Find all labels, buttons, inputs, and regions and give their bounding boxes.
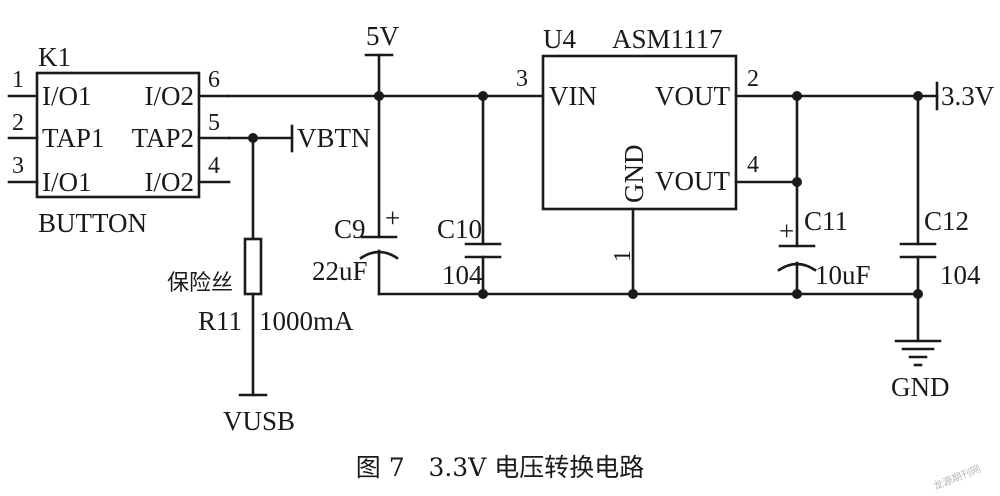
net-vusb-label: VUSB [223,406,295,436]
u4-regulator: U4 ASM1117 3 VIN VOUT VOUT 2 4 GND 1 [516,24,759,296]
u4-vout-pin: 2 [747,66,759,92]
net-vbtn-label: VBTN [297,123,371,153]
c12-capacitor: C12 104 [899,94,981,343]
c10-ref: C10 [437,214,482,244]
k1-pin2-name: TAP1 [42,123,104,153]
c11-capacitor: + C11 10uF [777,180,871,296]
net-5v: 5V [227,21,545,101]
k1-pin1-name: I/O1 [42,81,92,111]
net-gnd-label: GND [891,372,950,402]
c11-polarity: + [779,216,794,246]
u4-vout-label: VOUT [655,81,730,111]
net-vbtn: VBTN [227,123,371,241]
u4-part: ASM1117 [612,24,723,54]
net-3v3-label: 3.3V [941,81,995,111]
r11-body [243,237,263,296]
c10-value: 104 [442,260,483,290]
c11-value: 10uF [815,260,871,290]
net-3v3: 3.3V [734,81,995,187]
c9-polarity: + [385,203,400,233]
u4-vout2-pin: 4 [747,152,759,178]
c9-ref: C9 [334,214,366,244]
k1-pin5-num: 5 [208,110,220,136]
r11-value: 1000mA [259,306,354,336]
k1-pin3-name: I/O1 [42,167,92,197]
c12-ref: C12 [924,206,969,236]
k1-pin6-num: 6 [208,67,220,93]
u4-vout2-label: VOUT [655,166,730,196]
c9-value: 22uF [312,256,368,286]
ground-symbol-icon [894,339,942,367]
k1-pin6-name: I/O2 [145,81,195,111]
c9-capacitor: + C9 22uF [312,94,400,296]
k1-button: K1 BUTTON 1 2 3 I/O1 TAP1 I/O1 6 5 4 I/O… [7,42,231,238]
u4-gnd-pin: 1 [610,250,636,262]
r11-fuse: 保险丝 R11 1000mA VUSB [167,237,354,436]
k1-body [35,71,201,199]
k1-pin4-num: 4 [208,153,220,179]
c12-value: 104 [940,260,981,290]
k1-ref: K1 [38,42,71,72]
k1-name: BUTTON [38,208,147,238]
u4-body [541,54,738,211]
u4-vin-pin: 3 [516,66,528,92]
net-gnd: GND [377,289,950,402]
k1-pin1-num: 1 [12,67,24,93]
r11-desc: 保险丝 [167,271,233,296]
u4-ref: U4 [543,24,576,54]
k1-pin4-name: I/O2 [145,167,195,197]
k1-pin5-name: TAP2 [132,123,194,153]
k1-pin2-num: 2 [12,110,24,136]
k1-pin3-num: 3 [12,153,24,179]
figure-caption: 图 7 3.3V 电压转换电路 [356,453,644,482]
u4-gnd-label: GND [619,145,649,204]
c11-ref: C11 [804,206,848,236]
c10-capacitor: C10 104 [437,94,502,296]
net-5v-label: 5V [366,21,400,51]
watermark: 龙源期刊网 [931,462,982,493]
r11-ref: R11 [198,306,242,336]
u4-vin-label: VIN [549,81,597,111]
